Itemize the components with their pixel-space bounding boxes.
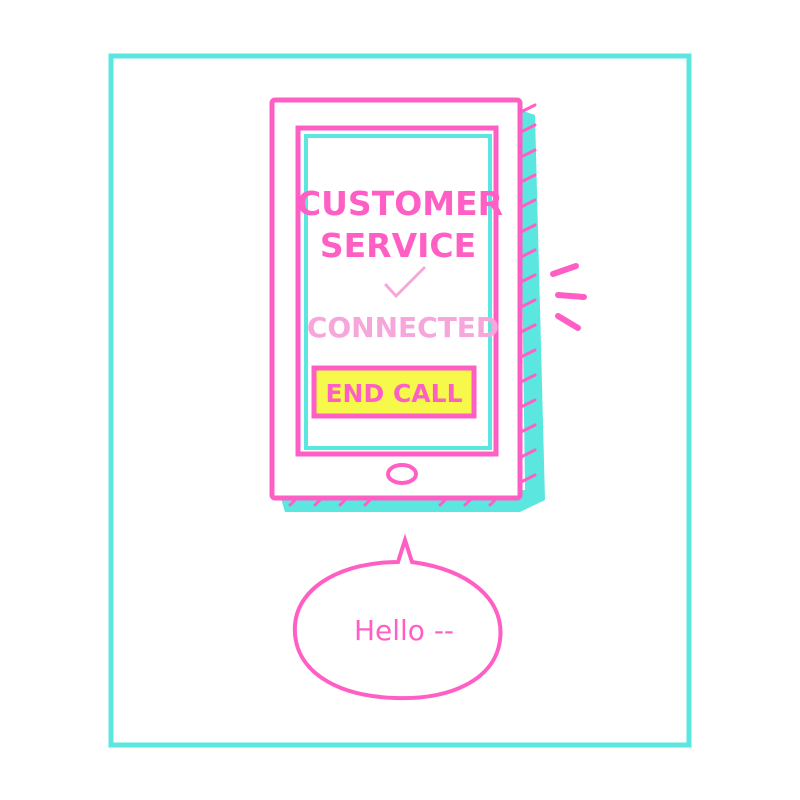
screen-title-line2: SERVICE [320, 226, 476, 265]
speech-bubble [292, 533, 503, 701]
end-call-label: END CALL [325, 379, 462, 408]
checkmark-icon [384, 266, 426, 299]
connection-status: CONNECTED [307, 311, 499, 344]
screen-glow [304, 134, 492, 450]
speech-bubble-text: Hello -- [354, 614, 454, 647]
screen-title-line1: CUSTOMER [297, 184, 503, 223]
outer-frame [108, 53, 692, 748]
end-call-button[interactable]: END CALL [311, 365, 477, 419]
home-button-icon[interactable] [386, 463, 418, 485]
vibration-lines-icon [550, 263, 587, 331]
